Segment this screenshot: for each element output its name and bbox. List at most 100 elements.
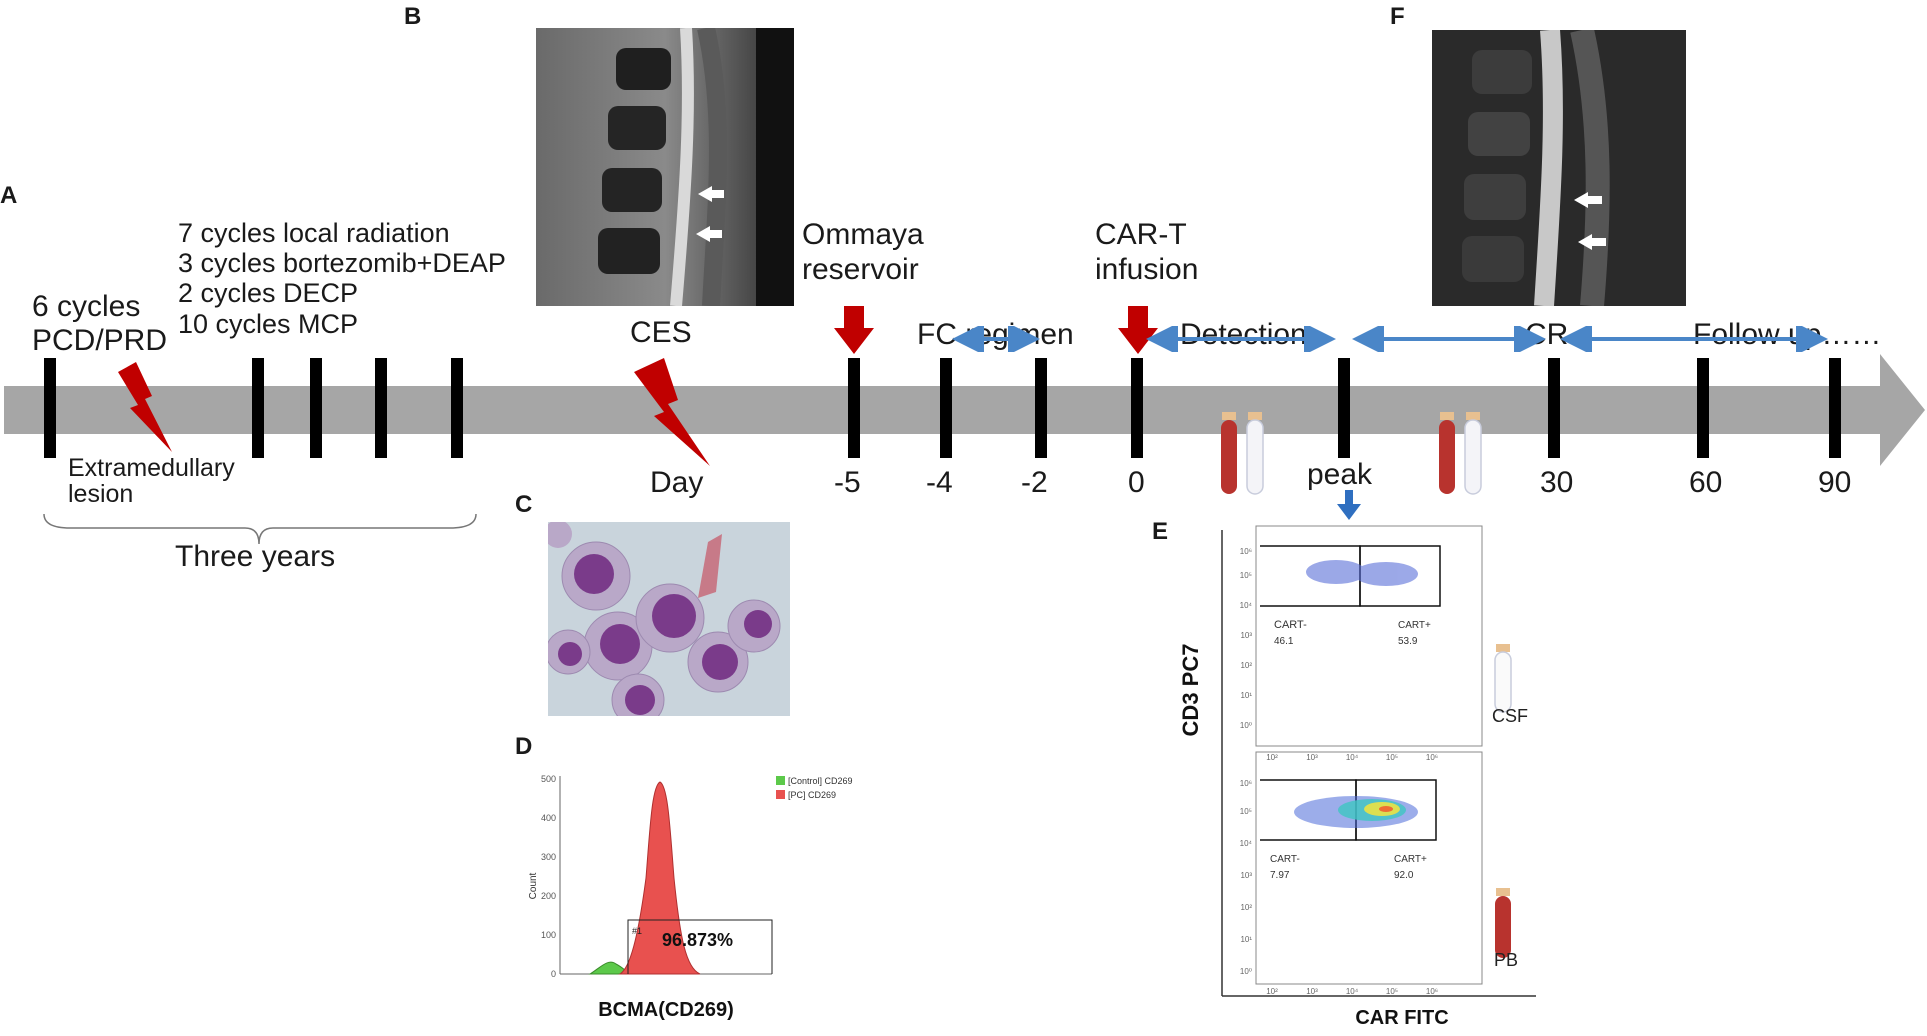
top-pos-label: CART+ bbox=[1398, 620, 1431, 631]
flow-bottom-plot-frame bbox=[1255, 751, 1483, 985]
histogram-ytick: 100 bbox=[541, 930, 556, 940]
three-years-label: Three years bbox=[175, 540, 336, 573]
bottom-ytick: 10⁵ bbox=[1240, 807, 1252, 816]
pc-peak bbox=[618, 781, 701, 975]
panel-label-f: F bbox=[1390, 3, 1405, 30]
later-therapy-text: 7 cycles local radiation 3 cycles bortez… bbox=[178, 218, 506, 339]
bottom-ytick: 10³ bbox=[1240, 871, 1252, 880]
histogram-ytick: 300 bbox=[541, 852, 556, 862]
bottom-ytick: 10² bbox=[1240, 903, 1252, 912]
gate-percentage: 96.873% bbox=[662, 930, 733, 950]
bottom-neg-value: 7.97 bbox=[1270, 870, 1290, 881]
legend-pc: [PC] CD269 bbox=[788, 790, 836, 800]
flow-top-plot-frame bbox=[1255, 525, 1483, 747]
bottom-xtick: 10³ bbox=[1306, 987, 1318, 996]
timeline-arrow bbox=[4, 354, 1925, 466]
top-ytick: 10³ bbox=[1240, 631, 1252, 640]
top-xtick: 10⁴ bbox=[1346, 753, 1359, 762]
ommaya-red-arrow-icon bbox=[834, 306, 874, 354]
bottom-ytick: 10⁰ bbox=[1240, 967, 1252, 976]
pb-tube-icon bbox=[1495, 888, 1511, 958]
top-ytick: 10⁵ bbox=[1240, 571, 1252, 580]
bottom-xtick: 10² bbox=[1266, 987, 1278, 996]
histogram-ytick: 400 bbox=[541, 813, 556, 823]
blue-arrows bbox=[952, 326, 1828, 352]
gate-label: #1 bbox=[632, 926, 642, 936]
tick-therapy-3 bbox=[375, 358, 387, 458]
tick-day-60 bbox=[1697, 358, 1709, 458]
top-ytick: 10⁶ bbox=[1240, 547, 1252, 556]
bcma-histogram: Count 0 100 200 300 400 500 #1 96.873% [… bbox=[528, 774, 853, 1021]
top-xtick: 10⁵ bbox=[1386, 753, 1398, 762]
top-xtick: 10⁶ bbox=[1426, 753, 1438, 762]
lightning-extramedullary-icon bbox=[118, 362, 172, 452]
flow-cytometry-panel: CD3 PC7 CAR FITC CART- 46.1 CART+ 53.9 1… bbox=[1178, 525, 1536, 1028]
histogram-ytick: 0 bbox=[551, 969, 556, 979]
peak-label: peak bbox=[1307, 458, 1373, 491]
tick-therapy-2 bbox=[310, 358, 322, 458]
top-pos-value: 53.9 bbox=[1398, 636, 1418, 647]
mri-image-after bbox=[1432, 30, 1686, 306]
lightning-ces-icon bbox=[634, 358, 710, 466]
ces-label: CES bbox=[630, 316, 692, 349]
day-label-60: 60 bbox=[1689, 466, 1723, 499]
csf-tube-icon bbox=[1494, 644, 1512, 713]
tick-therapy-1 bbox=[252, 358, 264, 458]
day-label-30: 30 bbox=[1540, 466, 1574, 499]
tick-therapy-4 bbox=[451, 358, 463, 458]
panel-label-b: B bbox=[404, 3, 422, 30]
mri-image-before bbox=[536, 28, 794, 306]
day-label-minus-5: -5 bbox=[834, 466, 861, 499]
panel-label-c: C bbox=[515, 491, 533, 518]
microscopy-image bbox=[548, 522, 790, 716]
top-neg-value: 46.1 bbox=[1274, 636, 1294, 647]
day-label-0: 0 bbox=[1128, 466, 1145, 499]
top-ytick: 10⁰ bbox=[1240, 721, 1252, 730]
tick-day-minus-5 bbox=[848, 358, 860, 458]
cart-red-arrow-icon bbox=[1118, 306, 1158, 354]
tick-day-0 bbox=[1131, 358, 1143, 458]
panel-label-a: A bbox=[0, 182, 18, 209]
top-events bbox=[1306, 560, 1418, 586]
day-label-minus-2: -2 bbox=[1021, 466, 1048, 499]
tubes-detection-icon bbox=[1221, 412, 1264, 495]
tick-day-90 bbox=[1829, 358, 1841, 458]
tick-peak bbox=[1338, 358, 1350, 458]
csf-label: CSF bbox=[1492, 706, 1528, 726]
panel-label-d: D bbox=[515, 733, 533, 760]
bottom-xtick: 10⁵ bbox=[1386, 987, 1398, 996]
bottom-xtick: 10⁴ bbox=[1346, 987, 1359, 996]
top-xtick: 10³ bbox=[1306, 753, 1318, 762]
histogram-xlabel: BCMA(CD269) bbox=[598, 999, 734, 1021]
legend-control: [Control] CD269 bbox=[788, 776, 853, 786]
bottom-pos-value: 92.0 bbox=[1394, 870, 1414, 881]
flow-ylabel: CD3 PC7 bbox=[1178, 644, 1203, 737]
flow-xlabel: CAR FITC bbox=[1355, 1007, 1448, 1028]
three-years-brace bbox=[43, 513, 477, 545]
gate-bracket bbox=[627, 919, 773, 974]
bottom-ytick: 10⁶ bbox=[1240, 779, 1252, 788]
top-neg-label: CART- bbox=[1274, 619, 1307, 631]
tick-day-30 bbox=[1548, 358, 1560, 458]
extramedullary-lesion-text: Extramedullary lesion bbox=[68, 454, 235, 509]
histogram-ytick: 500 bbox=[541, 774, 556, 784]
bottom-neg-label: CART- bbox=[1270, 854, 1300, 865]
tick-start bbox=[44, 358, 56, 458]
day-label-90: 90 bbox=[1818, 466, 1852, 499]
day-label-minus-4: -4 bbox=[926, 466, 953, 499]
top-xtick: 10² bbox=[1266, 753, 1278, 762]
tick-day-minus-2 bbox=[1035, 358, 1047, 458]
peak-blue-down-arrow-icon bbox=[1337, 490, 1361, 520]
panel-label-e: E bbox=[1152, 518, 1169, 545]
top-ytick: 10¹ bbox=[1240, 691, 1252, 700]
ommaya-reservoir-label: Ommaya reservoir bbox=[802, 218, 924, 286]
tubes-cr-icon bbox=[1439, 412, 1482, 495]
top-ytick: 10⁴ bbox=[1240, 601, 1253, 610]
cart-infusion-label: CAR-T infusion bbox=[1095, 218, 1199, 286]
pb-label: PB bbox=[1494, 950, 1518, 970]
histogram-ylabel: Count bbox=[528, 872, 539, 899]
histogram-ytick: 200 bbox=[541, 891, 556, 901]
tick-day-minus-4 bbox=[940, 358, 952, 458]
histogram-legend: [Control] CD269 [PC] CD269 bbox=[776, 776, 853, 800]
bottom-ytick: 10¹ bbox=[1240, 935, 1252, 944]
